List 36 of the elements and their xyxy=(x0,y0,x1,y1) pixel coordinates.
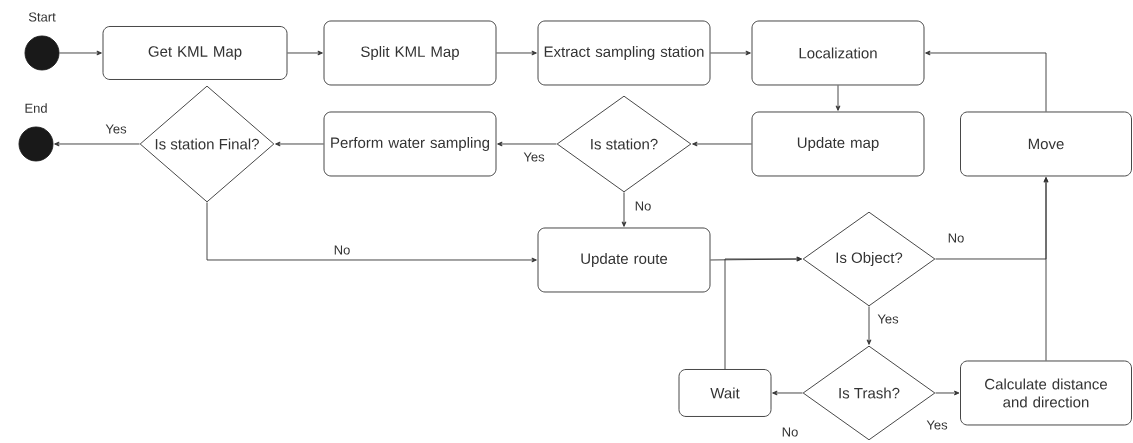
arrow xyxy=(59,50,102,56)
arrow xyxy=(206,202,537,263)
arrow xyxy=(287,50,323,56)
edge-label: Yes xyxy=(522,151,546,163)
arrow xyxy=(275,141,324,147)
edge-label: No xyxy=(946,232,966,244)
process-box: Split KML Map xyxy=(323,20,497,86)
process-box: Localization xyxy=(751,20,925,86)
start-label: Start xyxy=(28,12,56,22)
arrow xyxy=(724,256,802,370)
arrow xyxy=(1043,177,1049,361)
arrow xyxy=(621,192,627,227)
edge-label: Yes xyxy=(876,313,900,325)
arrow xyxy=(925,50,1047,112)
process-box: Wait xyxy=(678,369,772,417)
arrow xyxy=(710,50,751,56)
arrow xyxy=(935,390,960,396)
edge-label: No xyxy=(780,426,800,438)
process-box: Perform water sampling xyxy=(323,111,497,177)
process-box: Calculate distance and direction xyxy=(960,360,1132,426)
arrow xyxy=(772,390,803,396)
process-box: Get KML Map xyxy=(102,26,288,80)
edge-label: No xyxy=(633,200,653,212)
arrow xyxy=(54,141,140,147)
edge-label: No xyxy=(332,244,352,256)
process-box: Update route xyxy=(537,227,711,293)
edge-label: Yes xyxy=(104,123,128,135)
arrow xyxy=(866,306,872,345)
arrow xyxy=(835,85,841,111)
arrow xyxy=(496,50,537,56)
process-box: Extract sampling station xyxy=(537,20,711,86)
arrow xyxy=(497,141,557,147)
process-box: Move xyxy=(960,111,1132,177)
arrow xyxy=(692,141,752,147)
process-box: Update map xyxy=(751,111,925,177)
end-label: End xyxy=(25,103,47,113)
